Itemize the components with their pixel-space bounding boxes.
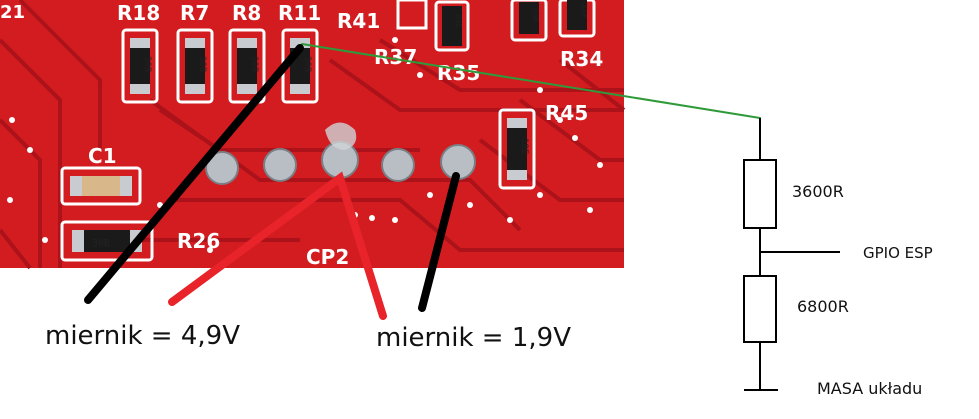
label-c1: C1 — [88, 144, 117, 168]
resistor-code: 30B — [197, 56, 207, 72]
label-r35: R35 — [437, 61, 480, 85]
label-r45: R45 — [545, 101, 588, 125]
resistor-code: 30B — [142, 56, 152, 72]
resistor-r45: 18E — [498, 108, 536, 190]
resistor-r7: 30B — [176, 28, 214, 104]
silkscreen-labels: R18 R7 R8 R11 R41 R37 R35 R34 R45 C1 R26… — [0, 1, 603, 269]
pcb-photo: 30B 30B 30B 30B 80E — [0, 0, 626, 270]
resistor-bottom-value: 6800R — [797, 297, 849, 316]
red-probe — [168, 171, 387, 320]
capacitor-c1 — [60, 166, 142, 206]
pcb-traces — [0, 0, 626, 270]
ground-label: MASA układu — [817, 379, 922, 398]
resistor-r8: 30B — [228, 28, 266, 104]
resistor-top-value: 3600R — [792, 182, 844, 201]
label-cp2: CP2 — [306, 245, 349, 269]
resistor-code: 80E — [579, 4, 588, 19]
resistor-code: 30B — [531, 8, 540, 23]
gpio-label: GPIO ESP — [863, 244, 933, 262]
resistor-code: 18E — [519, 138, 529, 154]
label-r8: R8 — [232, 1, 261, 25]
solder-pad-1 — [205, 151, 239, 185]
label-r18: R18 — [117, 1, 160, 25]
measurement-left-label: miernik = 4,9V — [45, 321, 240, 351]
label-r26: R26 — [177, 229, 220, 253]
resistor-code: 30B — [92, 238, 110, 249]
resistor-code: 80E — [454, 14, 463, 29]
solder-pad-2 — [263, 148, 297, 182]
resistor-symbol-top — [743, 159, 777, 229]
voltage-divider-schematic — [743, 118, 840, 391]
resistor-code: 30B — [249, 56, 259, 72]
resistor-r18: 30B — [121, 28, 159, 104]
solder-pad-4 — [381, 148, 415, 182]
solder-pads — [205, 141, 476, 185]
green-wire-line — [301, 43, 761, 119]
resistor-code: 30B — [302, 56, 312, 72]
black-probe-right — [418, 172, 460, 312]
label-r34: R34 — [560, 47, 603, 71]
resistor-top-group: 80E 30B 80E — [396, 0, 596, 52]
solder-blob — [325, 122, 357, 150]
black-probe-left — [84, 44, 304, 304]
label-r11: R11 — [278, 1, 321, 25]
label-r41: R41 — [337, 9, 380, 33]
probe-lines — [84, 43, 761, 320]
resistor-symbol-bottom — [743, 275, 777, 343]
measurement-right-label: miernik = 1,9V — [376, 323, 571, 353]
label-edge-21: 21 — [0, 2, 25, 23]
label-r7: R7 — [180, 1, 209, 25]
